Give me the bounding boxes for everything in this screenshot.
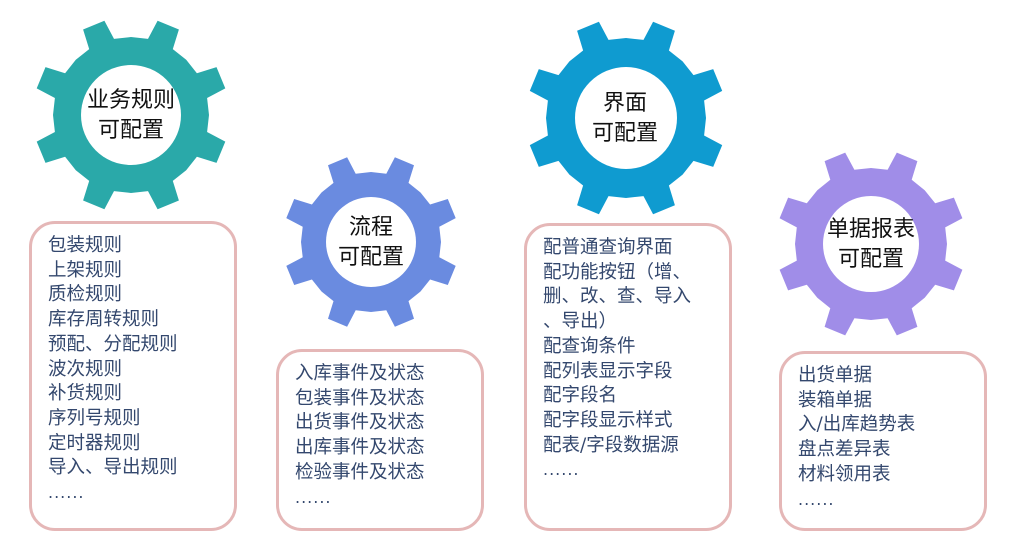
list-item: 序列号规则	[48, 407, 141, 429]
list-item: 装箱单据	[798, 389, 873, 411]
list-item: 配查询条件	[543, 335, 636, 357]
list-item: 包装事件及状态	[295, 387, 425, 409]
gear-title-line: 可配置	[591, 121, 658, 146]
list-item: 配普通查询界面	[543, 237, 673, 258]
list-item: 配表/字段数据源	[543, 434, 679, 456]
business-rules-box: 包装规则上架规则质检规则库存周转规则预配、分配规则波次规则补货规则序列号规则定时…	[29, 221, 237, 531]
more-ellipsis: ......	[48, 483, 85, 503]
gear-title-line: 可配置	[837, 247, 904, 272]
list-item: 出货单据	[798, 365, 873, 386]
list-item: 配字段名	[543, 385, 618, 407]
reports-box: 出货单据装箱单据入/出库趋势表盘点差异表材料领用表......	[779, 351, 987, 531]
list-item: 补货规则	[48, 383, 123, 405]
list-item: 定时器规则	[48, 432, 141, 454]
list-item: 库存周转规则	[48, 309, 160, 331]
gear-hole	[823, 196, 919, 292]
list-item: 出货事件及状态	[295, 412, 425, 434]
list-item: 盘点差异表	[798, 439, 891, 461]
list-item: 质检规则	[48, 284, 123, 306]
gear-title-line: 业务规则	[86, 88, 175, 113]
list-item: 删、改、查、导入	[543, 286, 692, 308]
list-item: 上架规则	[48, 259, 123, 281]
list-item: 入库事件及状态	[295, 363, 425, 384]
gear-label-reports: 单据报表 可配置	[811, 215, 931, 275]
list-item: 配功能按钮（增、	[543, 261, 692, 283]
list-item: 波次规则	[48, 358, 123, 380]
list-item: 包装规则	[48, 235, 123, 256]
process-box: 入库事件及状态包装事件及状态出货事件及状态出库事件及状态检验事件及状态.....…	[276, 349, 484, 531]
gear-title-line: 单据报表	[826, 217, 915, 242]
ui-box: 配普通查询界面配功能按钮（增、删、改、查、导入、导出）配查询条件配列表显示字段配…	[524, 223, 732, 531]
list-item: 预配、分配规则	[48, 333, 178, 355]
list-item: 材料领用表	[798, 463, 891, 485]
list-item: 出库事件及状态	[295, 437, 425, 459]
list-item: 配列表显示字段	[543, 360, 673, 382]
more-ellipsis: ......	[543, 460, 580, 480]
gear-hole	[326, 197, 416, 287]
gear-label-business: 业务规则 可配置	[71, 86, 191, 146]
gear-hole	[575, 67, 677, 169]
gear-label-ui: 界面 可配置	[565, 89, 685, 149]
gear-title-line: 可配置	[337, 245, 404, 270]
list-item: 、导出）	[543, 311, 618, 333]
gear-hole	[81, 65, 181, 165]
list-item: 配字段显示样式	[543, 409, 673, 431]
list-item: 导入、导出规则	[48, 457, 178, 479]
list-item: 检验事件及状态	[295, 461, 425, 483]
more-ellipsis: ......	[798, 489, 835, 509]
gear-title-line: 界面	[602, 91, 647, 116]
gear-label-process: 流程 可配置	[311, 213, 431, 273]
gear-title-line: 可配置	[97, 118, 164, 143]
more-ellipsis: ......	[295, 487, 332, 507]
list-item: 入/出库趋势表	[798, 414, 916, 436]
gear-title-line: 流程	[348, 215, 393, 240]
